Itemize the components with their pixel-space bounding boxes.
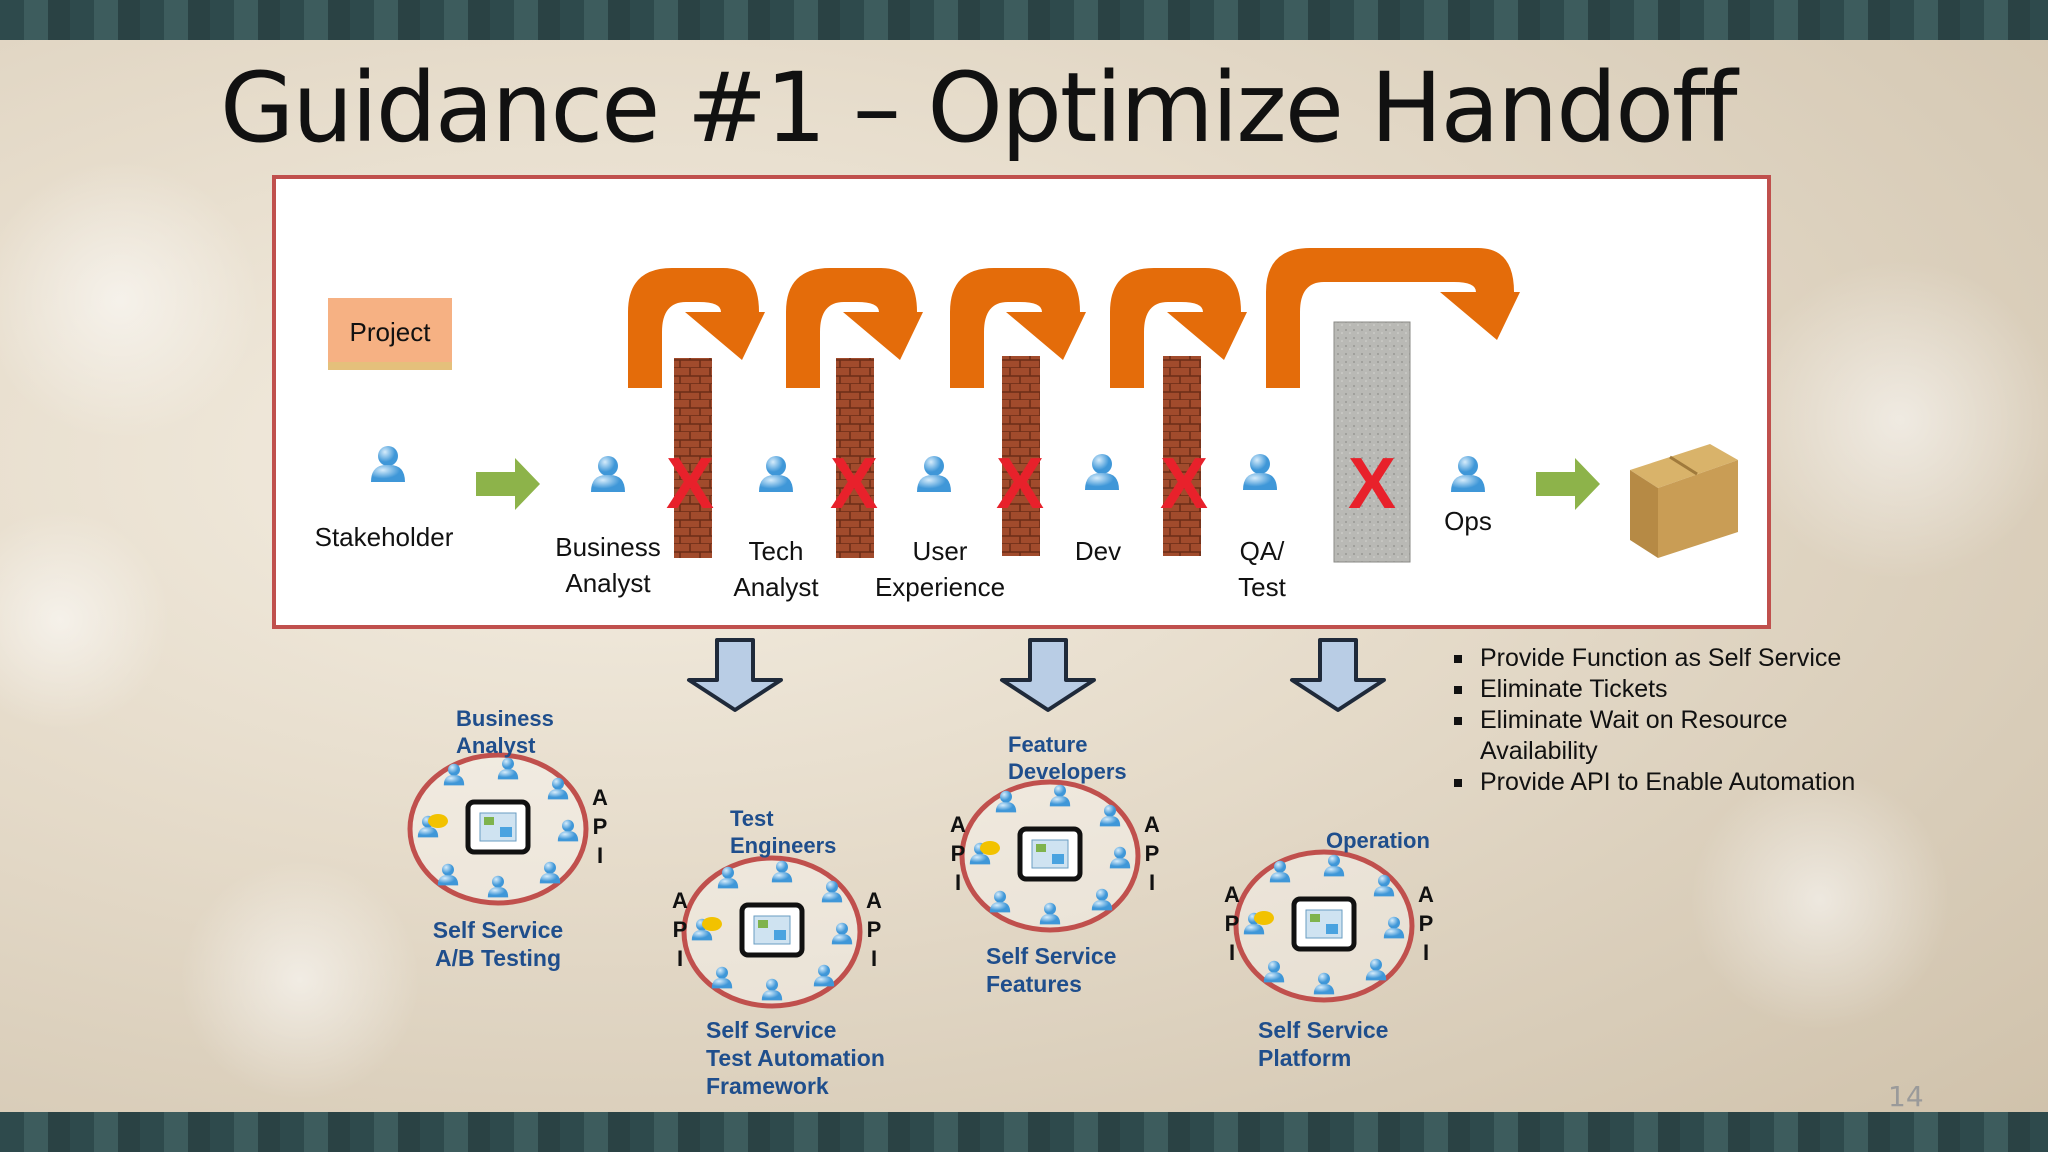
team-name-label: Feature xyxy=(1008,732,1087,757)
brick-wall xyxy=(836,358,874,558)
api-letter: I xyxy=(597,843,603,868)
concrete-wall xyxy=(1333,321,1411,563)
role-label-user-experience: Experience xyxy=(875,572,1005,602)
arrow-right-icon xyxy=(1536,458,1600,510)
project-label: Project xyxy=(350,317,432,347)
blocked-x-mark: X xyxy=(1160,444,1208,524)
orange-hook-arrow xyxy=(628,268,765,388)
api-letter: A xyxy=(592,785,608,810)
chat-icon xyxy=(702,917,722,931)
api-letter: A xyxy=(1224,882,1240,907)
team-name-label: Business xyxy=(456,706,554,731)
team-name-label: Test xyxy=(730,806,774,831)
brick-wall xyxy=(1163,356,1201,556)
role-label-tech-analyst: Tech xyxy=(749,536,804,566)
api-letter: P xyxy=(1419,911,1434,936)
self-service-label: A/B Testing xyxy=(435,945,561,971)
role-label-user-experience: User xyxy=(913,536,968,566)
down-arrows xyxy=(687,638,1386,712)
self-service-label: Framework xyxy=(706,1073,829,1099)
team-name-label: Engineers xyxy=(730,833,836,858)
down-arrow-icon xyxy=(1000,638,1096,712)
api-letter: P xyxy=(1225,911,1240,936)
benefit-list: Provide Function as Self Service Elimina… xyxy=(1450,643,1890,798)
slide-title: Guidance #1 – Optimize Handoff xyxy=(220,52,1738,164)
api-letter: I xyxy=(955,870,961,895)
self-service-label: Test Automation xyxy=(706,1045,885,1071)
self-service-label: Self Service xyxy=(1258,1017,1388,1043)
blocked-x-mark: X xyxy=(830,444,878,524)
api-letter: A xyxy=(672,888,688,913)
bullet-item: Provide API to Enable Automation xyxy=(1450,767,1890,798)
api-letter: I xyxy=(1149,870,1155,895)
chat-icon xyxy=(1254,911,1274,925)
orange-hook-arrow xyxy=(1266,248,1520,388)
api-letter: P xyxy=(593,814,608,839)
down-arrow-icon xyxy=(1290,638,1386,712)
role-label-business-analyst: Analyst xyxy=(565,568,651,598)
blocked-x-mark: X xyxy=(1348,444,1396,524)
chat-icon xyxy=(980,841,1000,855)
project-box xyxy=(328,298,452,370)
down-arrow-icon xyxy=(687,638,783,712)
api-letter: I xyxy=(677,946,683,971)
chat-icon xyxy=(428,814,448,828)
self-service-label: Self Service xyxy=(706,1017,836,1043)
orange-hook-arrow xyxy=(1110,268,1247,388)
bullet-item: Eliminate Tickets xyxy=(1450,674,1890,705)
self-service-label: Features xyxy=(986,971,1082,997)
page-number: 14 xyxy=(1888,1080,1924,1113)
role-label-stakeholder: Stakeholder xyxy=(315,522,454,552)
orange-hook-arrow xyxy=(950,268,1086,388)
brick-wall xyxy=(1002,356,1040,556)
api-letter: P xyxy=(1145,841,1160,866)
api-letter: A xyxy=(1418,882,1434,907)
package-box-icon xyxy=(1630,444,1738,558)
api-letter: P xyxy=(867,917,882,942)
role-label-qa-test: Test xyxy=(1238,572,1286,602)
team-name-label: Operation xyxy=(1326,828,1430,853)
role-label-dev: Dev xyxy=(1075,536,1121,566)
api-letter: A xyxy=(1144,812,1160,837)
api-letter: A xyxy=(950,812,966,837)
role-label-business-analyst: Business xyxy=(555,532,661,562)
bottom-decorative-band xyxy=(0,1112,2048,1152)
api-letter: I xyxy=(1229,940,1235,965)
api-letter: I xyxy=(871,946,877,971)
self-service-label: Platform xyxy=(1258,1045,1351,1071)
bullet-item: Provide Function as Self Service xyxy=(1450,643,1890,674)
top-decorative-band xyxy=(0,0,2048,40)
self-service-label: Self Service xyxy=(433,917,563,943)
api-letter: P xyxy=(951,841,966,866)
team-name-label: Analyst xyxy=(456,733,536,758)
arrow-right-icon xyxy=(476,458,540,510)
team-name-label: Developers xyxy=(1008,759,1127,784)
api-letter: A xyxy=(866,888,882,913)
api-letter: I xyxy=(1423,940,1429,965)
handoff-hooks xyxy=(628,248,1520,388)
api-letter: P xyxy=(673,917,688,942)
role-label-ops: Ops xyxy=(1444,506,1492,536)
role-label-tech-analyst: Analyst xyxy=(733,572,819,602)
self-service-label: Self Service xyxy=(986,943,1116,969)
blocked-x-mark: X xyxy=(996,444,1044,524)
blocked-x-mark: X xyxy=(666,444,714,524)
bullet-item: Eliminate Wait on Resource Availability xyxy=(1450,705,1890,767)
brick-wall xyxy=(674,358,712,558)
role-label-qa-test: QA/ xyxy=(1240,536,1286,566)
orange-hook-arrow xyxy=(786,268,923,388)
